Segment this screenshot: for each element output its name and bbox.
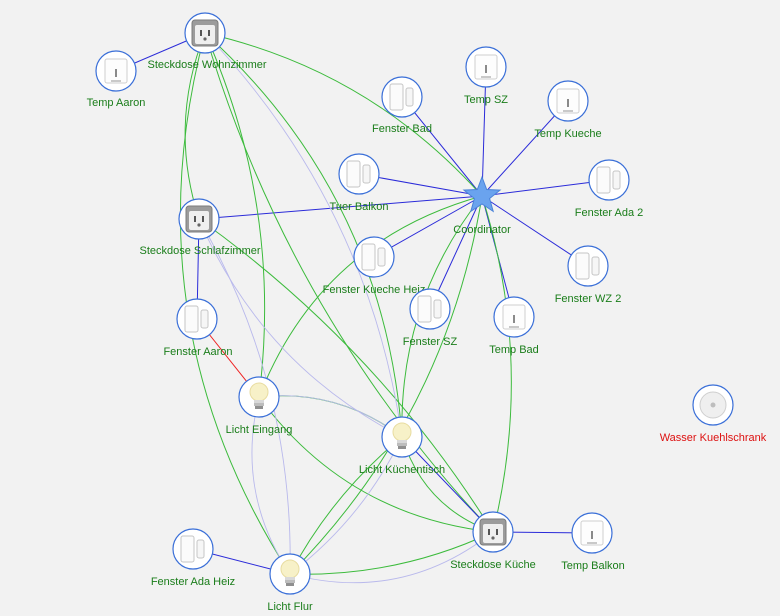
node-steckdose-kueche[interactable]: Steckdose Küche (450, 511, 536, 571)
star-icon (462, 175, 502, 213)
plug-icon (185, 205, 213, 233)
node-label: Tuer Balkon (330, 201, 389, 213)
door-window-sensor-icon (180, 535, 205, 563)
node-label: Fenster WZ 2 (555, 293, 622, 305)
link-coordinator-licht-flur (289, 195, 483, 575)
link-steckdose-wohnzimmer-coordinator (204, 32, 483, 197)
node-licht-eingang[interactable]: Licht Eingang (226, 376, 293, 436)
temperature-sensor-icon (502, 304, 526, 330)
link-licht-eingang-licht-flur (251, 396, 291, 575)
node-label: Temp Aaron (87, 97, 146, 109)
plug-icon (191, 19, 219, 47)
link-coordinator-fenster-ada-2 (481, 179, 610, 197)
node-label: Steckdose Küche (450, 559, 536, 571)
node-label: Fenster SZ (403, 336, 458, 348)
node-tuer-balkon[interactable]: Tuer Balkon (330, 153, 389, 213)
node-fenster-wz-2[interactable]: Fenster WZ 2 (555, 245, 622, 305)
link-coordinator-steckdose-kueche (481, 195, 512, 533)
link-steckdose-wohnzimmer-steckdose-kueche (204, 32, 494, 533)
door-window-sensor-icon (389, 83, 414, 111)
temperature-sensor-icon (104, 58, 128, 84)
node-wasser-kuehlschrank[interactable]: Wasser Kuehlschrank (660, 384, 767, 444)
light-bulb-icon (280, 559, 300, 586)
door-window-sensor-icon (596, 166, 621, 194)
link-steckdose-wohnzimmer-licht-kuechentisch (204, 32, 403, 438)
node-label: Steckdose Wohnzimmer (147, 59, 266, 71)
node-fenster-bad[interactable]: Fenster Bad (372, 76, 432, 135)
link-coordinator-temp-kueche (481, 100, 569, 197)
door-window-sensor-icon (575, 252, 600, 280)
link-steckdose-wohnzimmer-licht-kuechentisch (204, 32, 403, 438)
node-label: Fenster Ada 2 (575, 207, 644, 219)
link-coordinator-fenster-sz (429, 195, 483, 310)
door-window-sensor-icon (417, 295, 442, 323)
node-fenster-kueche-heiz[interactable]: Fenster Kueche Heiz (323, 236, 426, 296)
node-label: Fenster Ada Heiz (151, 576, 235, 588)
node-licht-flur[interactable]: Licht Flur (267, 553, 313, 613)
door-window-sensor-icon (346, 160, 371, 188)
node-steckdose-schlafzimmer[interactable]: Steckdose Schlafzimmer (139, 198, 261, 257)
link-steckdose-wohnzimmer-steckdose-schlafzimmer (184, 32, 206, 220)
node-label: Temp Balkon (561, 560, 625, 572)
link-coordinator-tuer-balkon (358, 173, 483, 197)
node-label: Temp Bad (489, 344, 539, 356)
link-licht-kuechentisch-steckdose-kueche (401, 436, 494, 533)
link-licht-flur-licht-kuechentisch (289, 436, 403, 575)
door-window-sensor-icon (184, 305, 209, 333)
node-label: Steckdose Schlafzimmer (139, 245, 260, 257)
temperature-sensor-icon (474, 54, 498, 80)
link-steckdose-schlafzimmer-licht-kuechentisch (198, 218, 403, 438)
link-licht-eingang-steckdose-kueche (258, 396, 494, 533)
node-fenster-sz[interactable]: Fenster SZ (403, 288, 458, 348)
node-temp-balkon[interactable]: Temp Balkon (561, 512, 625, 572)
temperature-sensor-icon (580, 520, 604, 546)
node-label: Fenster Bad (372, 123, 432, 135)
node-label: Licht Eingang (226, 424, 293, 436)
node-steckdose-wohnzimmer[interactable]: Steckdose Wohnzimmer (147, 12, 267, 71)
node-label: Licht Küchentisch (359, 464, 445, 476)
node-label: Fenster Aaron (163, 346, 232, 358)
link-coordinator-temp-sz (481, 66, 487, 197)
water-sensor-icon (699, 391, 727, 419)
link-coordinator-fenster-bad (401, 96, 483, 197)
node-coordinator[interactable]: Coordinator (453, 175, 511, 236)
node-temp-sz[interactable]: Temp SZ (464, 46, 508, 106)
node-label: Temp SZ (464, 94, 508, 106)
node-label: Wasser Kuehlschrank (660, 432, 767, 444)
light-bulb-icon (392, 422, 412, 449)
link-coordinator-fenster-wz-2 (481, 195, 589, 267)
node-fenster-aaron[interactable]: Fenster Aaron (163, 298, 233, 358)
link-coordinator-fenster-kueche-heiz (373, 195, 483, 258)
link-steckdose-wohnzimmer-licht-eingang (204, 32, 266, 398)
link-coordinator-licht-eingang (258, 195, 483, 398)
node-temp-bad[interactable]: Temp Bad (489, 296, 539, 356)
node-label: Licht Flur (267, 601, 313, 613)
node-fenster-ada-heiz[interactable]: Fenster Ada Heiz (151, 528, 235, 588)
node-temp-kueche[interactable]: Temp Kueche (534, 80, 602, 140)
node-licht-kuechentisch[interactable]: Licht Küchentisch (359, 416, 445, 476)
node-label: Fenster Kueche Heiz (323, 284, 426, 296)
node-label: Temp Kueche (534, 128, 601, 140)
door-window-sensor-icon (361, 243, 386, 271)
node-fenster-ada-2[interactable]: Fenster Ada 2 (575, 159, 644, 219)
temperature-sensor-icon (556, 88, 580, 114)
link-licht-flur-licht-kuechentisch (289, 436, 403, 575)
link-licht-flur-steckdose-kueche (289, 531, 494, 584)
node-label: Coordinator (453, 224, 511, 236)
plug-icon (479, 518, 507, 546)
node-temp-aaron[interactable]: Temp Aaron (87, 50, 146, 109)
light-bulb-icon (249, 382, 269, 409)
link-steckdose-schlafzimmer-steckdose-kueche (198, 218, 494, 533)
link-licht-flur-steckdose-kueche (289, 531, 494, 575)
